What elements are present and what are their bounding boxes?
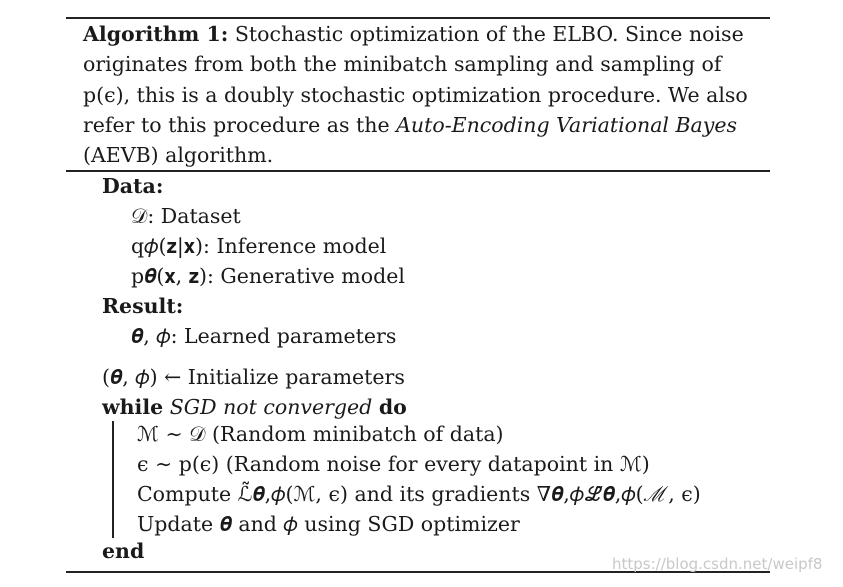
result-label: Result: [102,294,184,318]
caption-italic: Auto-Encoding Variational Bayes [396,112,738,137]
end-keyword: end [102,539,145,563]
result-item-parameters: 𝜽, 𝜙: Learned parameters [131,324,397,348]
loop-line-compute: Compute ℒ̃𝜽,𝜙(ℳ, ϵ) and its gradients ∇𝜽… [137,482,701,506]
while-condition: SGD not converged [169,395,373,419]
init-line: (𝜽, 𝜙) ← Initialize parameters [102,365,405,389]
loop-line-minibatch: ℳ ∼ 𝒟 (Random minibatch of data) [137,422,504,446]
data-item-dataset: 𝒟: Dataset [131,204,241,228]
bottom-rule [66,571,770,573]
do-keyword: do [378,395,407,419]
loop-line-update: Update 𝜽 and 𝜙 using SGD optimizer [137,512,520,536]
while-keyword: while [102,395,164,419]
watermark: https://blog.csdn.net/weipf8 [612,555,823,573]
caption-text: Stochastic optimization of the ELBO. Sin… [83,22,748,137]
data-label: Data: [102,174,164,198]
loop-line-noise: ϵ ∼ p(ϵ) (Random noise for every datapoi… [137,452,650,476]
data-item-generative-model: p𝜽(𝐱, 𝐳): Generative model [131,264,405,288]
loop-bar [112,421,114,538]
data-item-inference-model: q𝜙(𝐳|𝐱): Inference model [131,234,387,258]
caption-text-end: (AEVB) algorithm. [83,143,274,168]
caption-rule [66,170,770,172]
while-line: while SGD not converged do [102,392,407,422]
top-rule [66,17,770,19]
algorithm-title: Algorithm 1: [83,22,229,46]
algorithm-caption: Algorithm 1: Stochastic optimization of … [83,19,758,170]
